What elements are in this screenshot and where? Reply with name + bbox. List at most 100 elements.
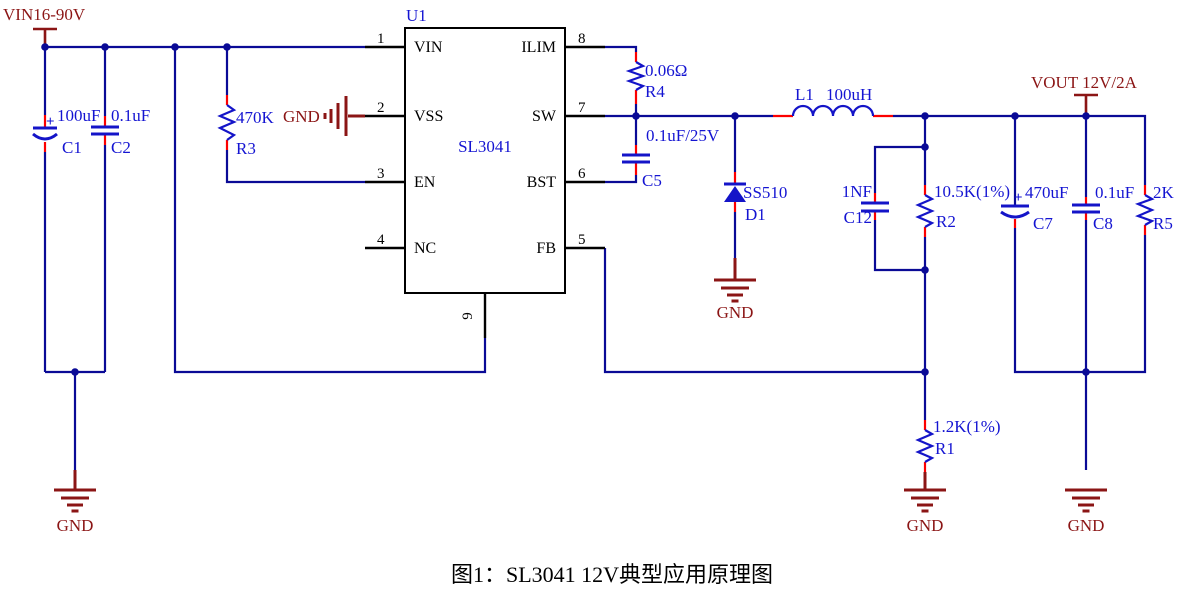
resistor-zigzag bbox=[1134, 194, 1155, 226]
component-designator: C2 bbox=[111, 138, 131, 157]
capacitor-c2: 0.1uF C2 bbox=[91, 106, 150, 157]
component-designator: R4 bbox=[645, 82, 665, 101]
resistor-zigzag bbox=[217, 104, 237, 141]
capacitor-plates bbox=[91, 125, 119, 136]
ic-pin-num-3: 3 bbox=[377, 166, 385, 182]
component-designator: C12 bbox=[844, 208, 872, 227]
diode-d1: SS510 D1 bbox=[724, 182, 787, 224]
ic-pin-name-ilim: ILIM bbox=[521, 39, 556, 56]
gnd-label: GND bbox=[283, 107, 320, 126]
ic-pin-num-7: 7 bbox=[578, 100, 586, 116]
vin-terminal: VIN16-90V bbox=[3, 5, 86, 47]
gnd-symbol bbox=[904, 472, 946, 513]
capacitor-plates bbox=[32, 126, 58, 141]
ic-pin-name-vin: VIN bbox=[414, 39, 443, 56]
component-designator: C7 bbox=[1033, 214, 1053, 233]
capacitor-c8: 0.1uF C8 bbox=[1072, 183, 1134, 233]
capacitor-c7: + 470uF C7 bbox=[1000, 183, 1068, 233]
vin-label: VIN16-90V bbox=[3, 5, 86, 24]
component-designator: C8 bbox=[1093, 214, 1113, 233]
gnd-symbol bbox=[54, 470, 96, 513]
gnd-symbol-vss: GND bbox=[283, 96, 365, 136]
vout-label: VOUT 12V/2A bbox=[1031, 73, 1138, 92]
ic-pin-num-4: 4 bbox=[377, 232, 385, 248]
ic-pin-name-bst: BST bbox=[527, 174, 557, 191]
capacitor-c12: 1NF C12 bbox=[842, 182, 889, 227]
ic-pin-num-9: 9 bbox=[460, 312, 476, 320]
resistor-r1: 1.2K(1%) R1 bbox=[915, 417, 1001, 463]
ic-pin-name-sw: SW bbox=[532, 108, 557, 125]
ic-pin-num-8: 8 bbox=[578, 31, 586, 47]
ic-pin-num-2: 2 bbox=[377, 100, 385, 116]
inductor-coils bbox=[791, 104, 875, 117]
component-value: 1.2K(1%) bbox=[933, 417, 1001, 436]
inductor-l1: L1 100uH bbox=[791, 85, 875, 117]
component-value: 10.5K(1%) bbox=[934, 182, 1010, 201]
ic-pin-num-5: 5 bbox=[578, 232, 586, 248]
component-designator: D1 bbox=[745, 205, 766, 224]
component-designator: R3 bbox=[236, 139, 256, 158]
resistor-r4: 0.06Ω R4 bbox=[625, 61, 687, 101]
component-value: 0.1uF bbox=[1095, 183, 1134, 202]
ic-pin-name-fb: FB bbox=[536, 240, 556, 257]
gnd-symbol bbox=[714, 258, 756, 303]
component-designator: C5 bbox=[642, 171, 662, 190]
capacitor-plates bbox=[622, 153, 650, 164]
capacitor-plates bbox=[1072, 203, 1100, 214]
component-designator: R5 bbox=[1153, 214, 1173, 233]
ic-pin-num-6: 6 bbox=[578, 166, 586, 182]
lead-red-segments bbox=[43, 52, 1147, 472]
gnd-symbol-sideways bbox=[323, 96, 365, 136]
figure-caption: 图1：SL3041 12V典型应用原理图 bbox=[451, 562, 773, 587]
component-designator: C1 bbox=[62, 138, 82, 157]
component-designator: R1 bbox=[935, 439, 955, 458]
diode-triangle bbox=[724, 186, 746, 202]
component-value: 100uF bbox=[57, 106, 100, 125]
junction-dot bbox=[223, 43, 231, 51]
gnd-symbol-feedback: GND bbox=[904, 472, 946, 535]
junction-dot bbox=[921, 266, 929, 274]
component-value: 1NF bbox=[842, 182, 872, 201]
gnd-label: GND bbox=[907, 516, 944, 535]
wire-segments bbox=[43, 45, 1147, 470]
polarity-plus: + bbox=[46, 114, 55, 130]
capacitor-c5: 0.1uF/25V C5 bbox=[622, 126, 720, 190]
resistor-r3: 470K R3 bbox=[217, 104, 275, 158]
resistor-zigzag bbox=[915, 194, 935, 228]
component-value: 2K bbox=[1153, 183, 1175, 202]
component-value: 100uH bbox=[826, 85, 872, 104]
junction-dot bbox=[41, 43, 49, 51]
junction-dot bbox=[171, 43, 179, 51]
ic-pin-name-vss: VSS bbox=[414, 108, 443, 125]
gnd-label: GND bbox=[57, 516, 94, 535]
ic-pin-num-1: 1 bbox=[377, 31, 385, 47]
component-value: SS510 bbox=[743, 183, 787, 202]
junction-dot bbox=[101, 43, 109, 51]
junction-dot bbox=[731, 112, 739, 120]
resistor-r2: 10.5K(1%) R2 bbox=[915, 182, 1010, 231]
gnd-label: GND bbox=[717, 303, 754, 322]
junction-dot bbox=[921, 368, 929, 376]
junction-dot bbox=[921, 112, 929, 120]
junction-dot bbox=[921, 143, 929, 151]
resistor-r5: 2K R5 bbox=[1134, 183, 1175, 233]
component-value: 0.06Ω bbox=[645, 61, 687, 80]
junction-dot bbox=[632, 112, 640, 120]
junction-dot bbox=[1082, 112, 1090, 120]
component-value: 470uF bbox=[1025, 183, 1068, 202]
resistor-zigzag bbox=[625, 61, 647, 91]
component-value: 0.1uF/25V bbox=[646, 126, 720, 145]
component-designator: R2 bbox=[936, 212, 956, 231]
component-value: 470K bbox=[236, 108, 275, 127]
component-value: 0.1uF bbox=[111, 106, 150, 125]
gnd-symbol bbox=[1065, 488, 1107, 513]
capacitor-plates bbox=[1000, 204, 1030, 219]
capacitor-plates bbox=[861, 201, 889, 213]
gnd-symbol-diode: GND bbox=[714, 258, 756, 322]
junction-dot bbox=[1082, 368, 1090, 376]
gnd-label: GND bbox=[1068, 516, 1105, 535]
polarity-plus: + bbox=[1014, 190, 1023, 206]
ic-pin-stubs bbox=[365, 45, 605, 338]
gnd-symbol-input: GND bbox=[54, 470, 96, 535]
